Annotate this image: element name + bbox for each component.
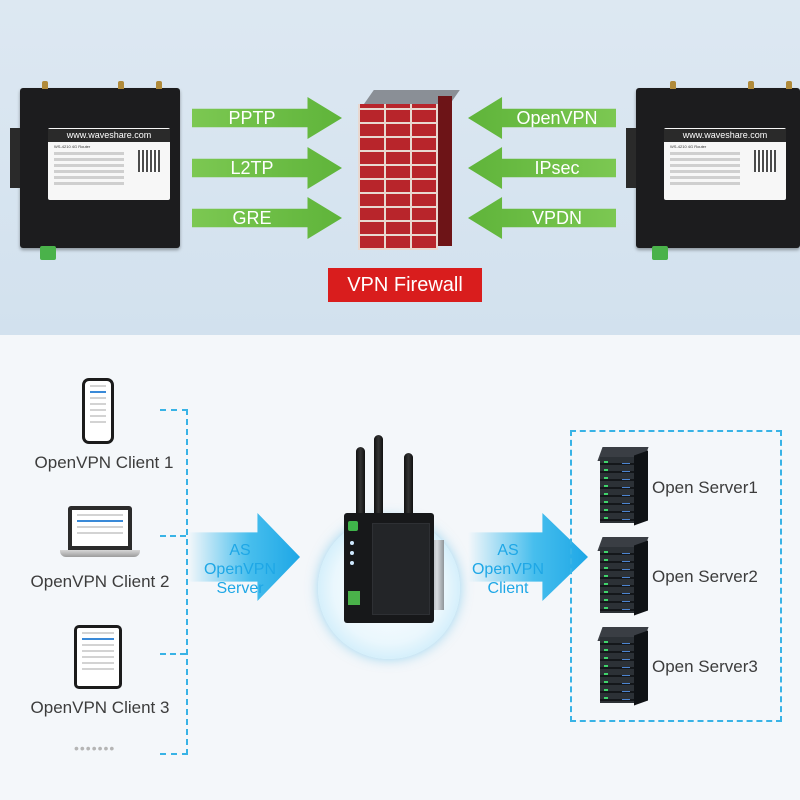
qr-code-icon <box>754 150 776 172</box>
server-rack-icon <box>597 537 650 616</box>
tablet-icon <box>74 625 122 689</box>
terminal-block <box>652 246 668 260</box>
antenna-icon <box>356 447 365 537</box>
role-label-server: AS OpenVPN Server <box>198 541 282 598</box>
servers-box <box>570 430 782 722</box>
server-rack-icon <box>597 447 650 526</box>
role-line: OpenVPN <box>471 561 545 578</box>
protocol-label: VPDN <box>531 208 582 228</box>
router-brand: www.waveshare.com <box>48 129 170 142</box>
protocol-label: IPsec <box>534 158 580 178</box>
router-model: WS-4210 4G Router <box>670 144 707 149</box>
router-label: www.waveshare.com WS-4210 4G Router <box>664 128 786 200</box>
server-rack-icon <box>597 627 650 706</box>
router-model: WS-4210 4G Router <box>54 144 91 149</box>
protocol-arrow-ipsec: IPsec <box>468 147 616 189</box>
protocol-label: L2TP <box>230 158 274 178</box>
protocol-label: GRE <box>232 208 272 228</box>
protocol-arrow-openvpn: OpenVPN <box>468 97 616 139</box>
din-clip <box>626 128 636 188</box>
network-panel: OpenVPN Client 1 OpenVPN Client 2 OpenVP… <box>0 335 800 800</box>
role-line: Client <box>487 580 529 597</box>
role-line: AS <box>229 542 251 559</box>
firewall-wall-icon <box>358 90 460 250</box>
clients-bracket <box>160 409 188 755</box>
server-label-1: Open Server1 <box>652 478 758 497</box>
antenna-icon <box>404 453 413 533</box>
role-line: AS <box>497 542 519 559</box>
router-right: www.waveshare.com WS-4210 4G Router <box>626 81 800 260</box>
industrial-router-icon <box>344 513 434 623</box>
laptop-icon <box>68 506 132 550</box>
role-line: OpenVPN <box>203 561 277 578</box>
router-label: www.waveshare.com WS-4210 4G Router <box>48 128 170 200</box>
server-label-2: Open Server2 <box>652 567 758 586</box>
bracket-tick <box>160 535 186 537</box>
protocol-arrow-l2tp: L2TP <box>192 147 342 189</box>
qr-code-icon <box>138 150 160 172</box>
protocol-arrow-pptp: PPTP <box>192 97 342 139</box>
protocol-panel: www.waveshare.com WS-4210 4G Router PPTP… <box>0 0 800 335</box>
server-label-3: Open Server3 <box>652 657 758 676</box>
antenna-icon <box>374 435 383 535</box>
role-label-client: AS OpenVPN Client <box>466 541 550 598</box>
bracket-tick <box>160 653 186 655</box>
vpn-firewall-label: VPN Firewall <box>328 268 482 302</box>
role-line: Server <box>216 580 264 597</box>
protocol-label: PPTP <box>228 108 276 128</box>
protocol-arrow-gre: GRE <box>192 197 342 239</box>
terminal-block <box>40 246 56 260</box>
router-left: www.waveshare.com WS-4210 4G Router <box>10 81 180 260</box>
client-label-3: OpenVPN Client 3 <box>30 698 170 717</box>
phone-icon <box>82 378 114 444</box>
router-brand: www.waveshare.com <box>664 129 786 142</box>
protocol-label: OpenVPN <box>516 108 598 128</box>
client-label-2: OpenVPN Client 2 <box>30 572 170 591</box>
din-clip <box>10 128 20 188</box>
client-label-1: OpenVPN Client 1 <box>34 453 174 472</box>
protocol-arrow-vpdn: VPDN <box>468 197 616 239</box>
more-clients-dots: ••••••• <box>74 740 116 756</box>
laptop-base <box>60 550 140 557</box>
